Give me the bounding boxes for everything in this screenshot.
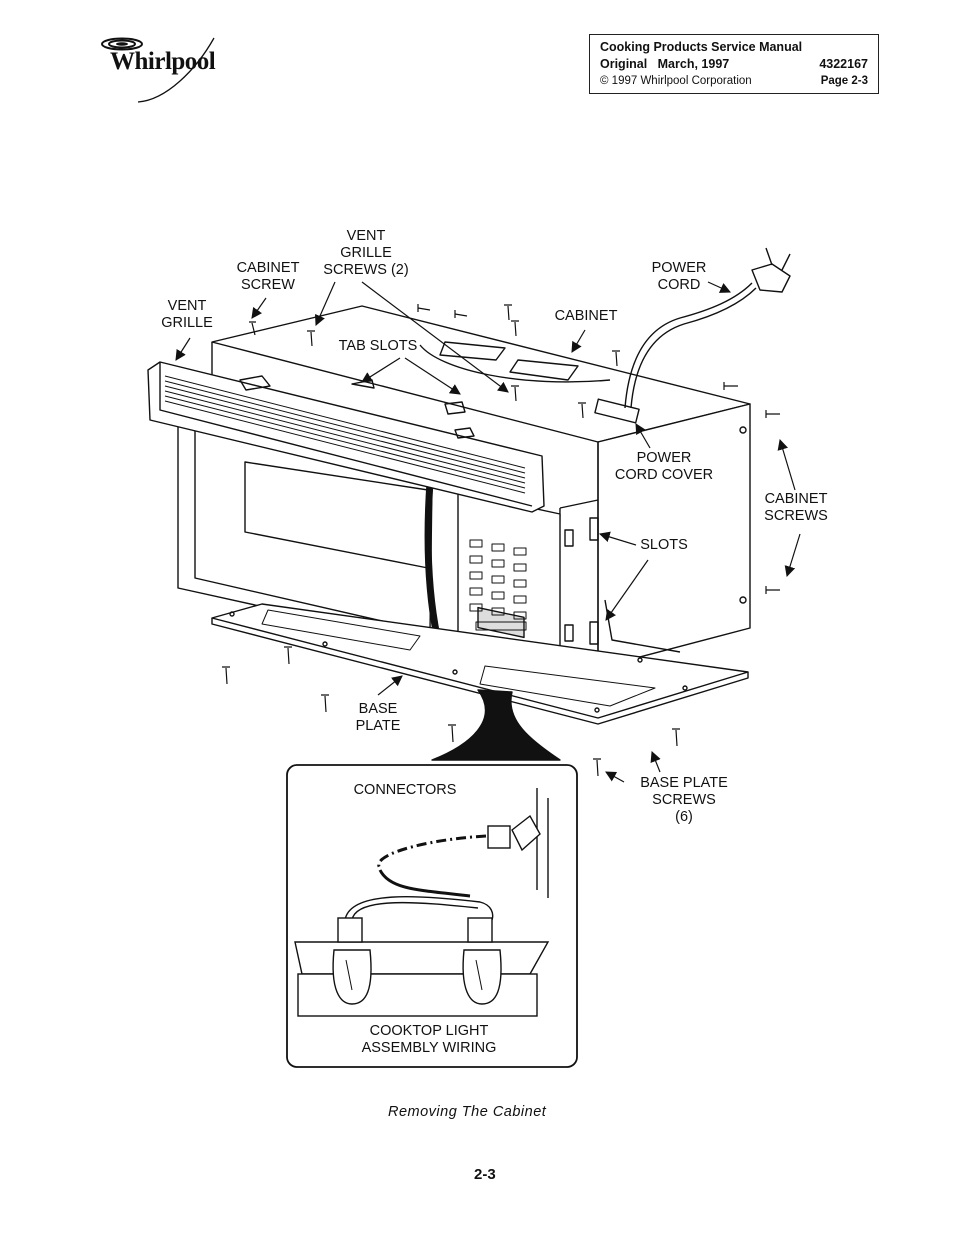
cabinet-shell [211,305,751,669]
edition-date: Original March, 1997 [600,57,730,71]
base-plate [211,603,749,725]
label-cabinet: CABINET [554,308,618,324]
label-connectors: CONNECTORS [353,782,457,798]
label-base-plate: BASE PLATE [355,701,401,734]
vent-grille [147,361,545,513]
logo-wordmark: Whirlpool [110,48,216,75]
label-cooktop-light: COOKTOP LIGHT ASSEMBLY WIRING [361,1023,497,1056]
label-power-cord-cover: POWER CORD COVER [614,450,714,483]
label-cabinet-screw: CABINET SCREW [236,260,300,293]
screws [222,304,780,777]
page-ref: Page 2-3 [820,75,868,87]
copyright: © 1997 Whirlpool Corporation [600,75,752,87]
power-cord [624,247,791,409]
wiring-stem [431,689,561,761]
label-tab-slots: TAB SLOTS [338,338,418,354]
manual-title: Cooking Products Service Manual [600,40,803,54]
label-cabinet-screws: CABINET SCREWS [764,491,828,524]
label-vent-grille: VENT GRILLE [161,298,213,331]
manual-info-box: Cooking Products Service Manual Original… [589,34,879,94]
label-vent-grille-screws: VENT GRILLE SCREWS (2) [323,228,409,278]
label-slots: SLOTS [640,537,688,553]
label-power-cord: POWER CORD [651,260,707,293]
whirlpool-logo: Whirlpool [96,30,246,110]
page-number: 2-3 [474,1166,496,1183]
label-base-plate-screws: BASE PLATE SCREWS (6) [640,775,728,825]
connector-inset [286,764,578,1068]
logo-swirl-icon [101,37,215,103]
figure-caption: Removing The Cabinet [388,1104,547,1120]
part-number: 4322167 [819,57,868,71]
